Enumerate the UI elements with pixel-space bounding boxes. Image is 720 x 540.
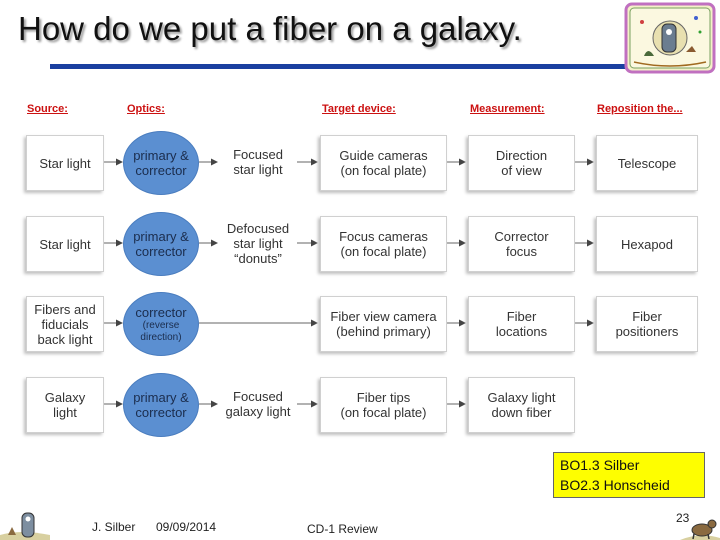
slide-title: How do we put a fiber on a galaxy. [18,10,522,47]
measurement-box: Fiber locations [468,296,575,352]
observatory-cartoon-icon [0,512,50,540]
source-box: Galaxy light [26,377,104,433]
footer-author: J. Silber [92,520,136,534]
header-reposition: Reposition the... [597,103,683,115]
header-target: Target device: [322,103,396,115]
reposition-box: Fiber positioners [596,296,698,352]
image-label: Focused star light [233,147,283,177]
reposition-box: Telescope [596,135,698,191]
header-measurement: Measurement: [470,103,545,115]
reference-item: BO2.3 Honscheid [560,477,670,493]
reposition-box: Hexapod [596,216,698,272]
footer-date: 09/09/2014 [156,520,217,534]
target-box: Guide cameras (on focal plate) [320,135,447,191]
title-underline [50,64,630,69]
page-number: 23 [676,511,690,525]
measurement-box: Galaxy light down fiber [468,377,575,433]
measurement-box: Corrector focus [468,216,575,272]
image-label: Defocused star light “donuts” [226,220,290,266]
optics-ellipse: corrector (reverse direction) [123,292,199,356]
target-box: Fiber tips (on focal plate) [320,377,447,433]
optics-note: (reverse direction) [140,319,182,343]
optics-label: corrector [135,304,187,320]
source-box: Star light [26,216,104,272]
reference-item: BO1.3 Silber [560,457,640,473]
measurement-box: Direction of view [468,135,575,191]
logo-icon [624,2,716,74]
footer-event: CD-1 Review [307,522,378,536]
source-box: Fibers and fiducials back light [26,296,104,352]
header-optics: Optics: [127,103,165,115]
source-box: Star light [26,135,104,191]
dog-cartoon-icon [680,519,720,540]
reference-box: BO1.3 Silber BO2.3 Honscheid [553,452,705,498]
header-source: Source: [27,103,68,115]
image-label: Focused galaxy light [225,389,291,419]
optics-ellipse: primary & corrector [123,131,199,195]
target-box: Focus cameras (on focal plate) [320,216,447,272]
optics-ellipse: primary & corrector [123,212,199,276]
target-box: Fiber view camera (behind primary) [320,296,447,352]
optics-ellipse: primary & corrector [123,373,199,437]
